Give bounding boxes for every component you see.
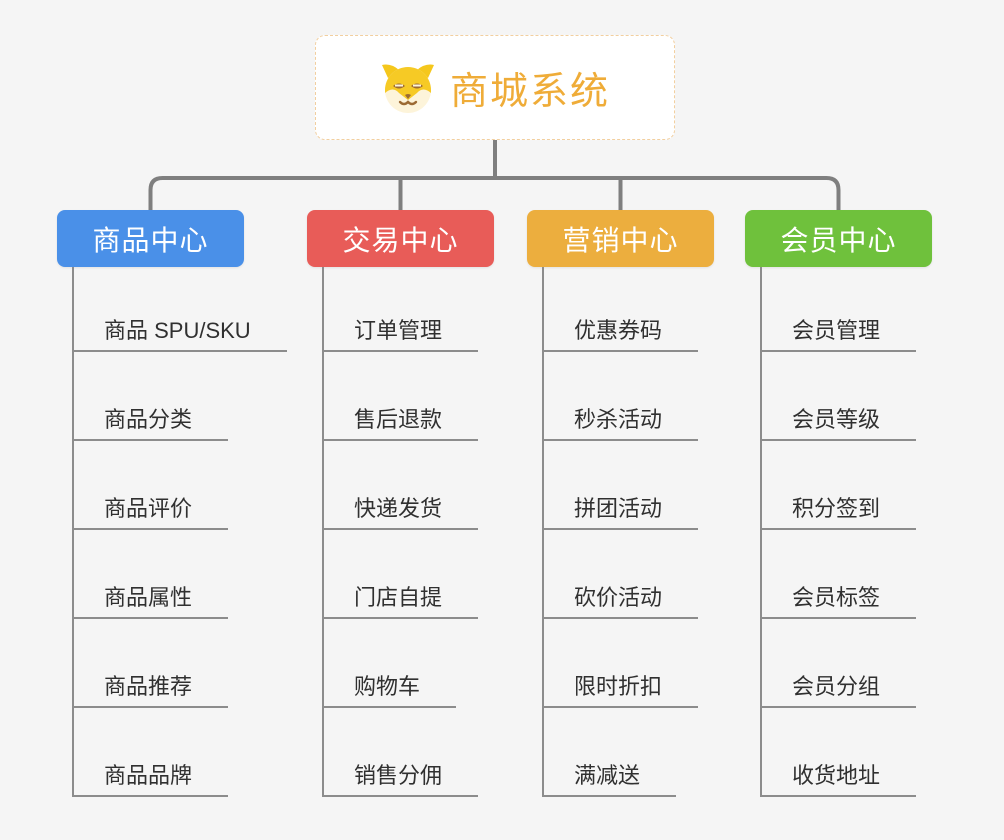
leaf-node[interactable]: 商品评价 [74, 441, 229, 530]
leaf-node[interactable]: 订单管理 [324, 267, 479, 352]
leaf-node[interactable]: 售后退款 [324, 352, 479, 441]
branch-leaves: 优惠券码 秒杀活动 拼团活动 砍价活动 限时折扣 满减送 [542, 267, 714, 797]
leaf-node[interactable]: 销售分佣 [324, 708, 479, 797]
leaf-node[interactable]: 商品 SPU/SKU [74, 267, 287, 352]
branch-node-product-center[interactable]: 商品中心 [57, 210, 244, 267]
leaf-node[interactable]: 商品品牌 [74, 708, 229, 797]
leaf-node[interactable]: 秒杀活动 [544, 352, 699, 441]
leaf-node[interactable]: 优惠券码 [544, 267, 699, 352]
leaf-node[interactable]: 商品属性 [74, 530, 229, 619]
leaf-node[interactable]: 商品推荐 [74, 619, 229, 708]
leaf-node[interactable]: 商品分类 [74, 352, 229, 441]
root-node[interactable]: 商城系统 [315, 35, 675, 140]
branch-leaves: 订单管理 售后退款 快递发货 门店自提 购物车 销售分佣 [322, 267, 494, 797]
root-title: 商城系统 [449, 71, 610, 113]
branch-product-center: 商品中心 商品 SPU/SKU 商品分类 商品评价 商品属性 商品推荐 商品品牌 [57, 210, 287, 797]
branch-member-center: 会员中心 会员管理 会员等级 积分签到 会员标签 会员分组 收货地址 [745, 210, 932, 797]
branch-node-trade-center[interactable]: 交易中心 [307, 210, 494, 267]
branch-marketing-center: 营销中心 优惠券码 秒杀活动 拼团活动 砍价活动 限时折扣 满减送 [527, 210, 714, 797]
leaf-node[interactable]: 收货地址 [762, 708, 917, 797]
branch-node-marketing-center[interactable]: 营销中心 [527, 210, 714, 267]
dog-face-icon [380, 62, 436, 114]
leaf-node[interactable]: 购物车 [324, 619, 457, 708]
leaf-node[interactable]: 会员分组 [762, 619, 917, 708]
branch-leaves: 会员管理 会员等级 积分签到 会员标签 会员分组 收货地址 [760, 267, 932, 797]
leaf-node[interactable]: 快递发货 [324, 441, 479, 530]
leaf-node[interactable]: 会员标签 [762, 530, 917, 619]
leaf-node[interactable]: 满减送 [544, 708, 677, 797]
leaf-node[interactable]: 门店自提 [324, 530, 479, 619]
branch-trade-center: 交易中心 订单管理 售后退款 快递发货 门店自提 购物车 销售分佣 [307, 210, 494, 797]
branch-node-member-center[interactable]: 会员中心 [745, 210, 932, 267]
leaf-node[interactable]: 积分签到 [762, 441, 917, 530]
branch-leaves: 商品 SPU/SKU 商品分类 商品评价 商品属性 商品推荐 商品品牌 [72, 267, 287, 797]
leaf-node[interactable]: 会员管理 [762, 267, 917, 352]
leaf-node[interactable]: 会员等级 [762, 352, 917, 441]
leaf-node[interactable]: 砍价活动 [544, 530, 699, 619]
leaf-node[interactable]: 限时折扣 [544, 619, 699, 708]
leaf-node[interactable]: 拼团活动 [544, 441, 699, 530]
